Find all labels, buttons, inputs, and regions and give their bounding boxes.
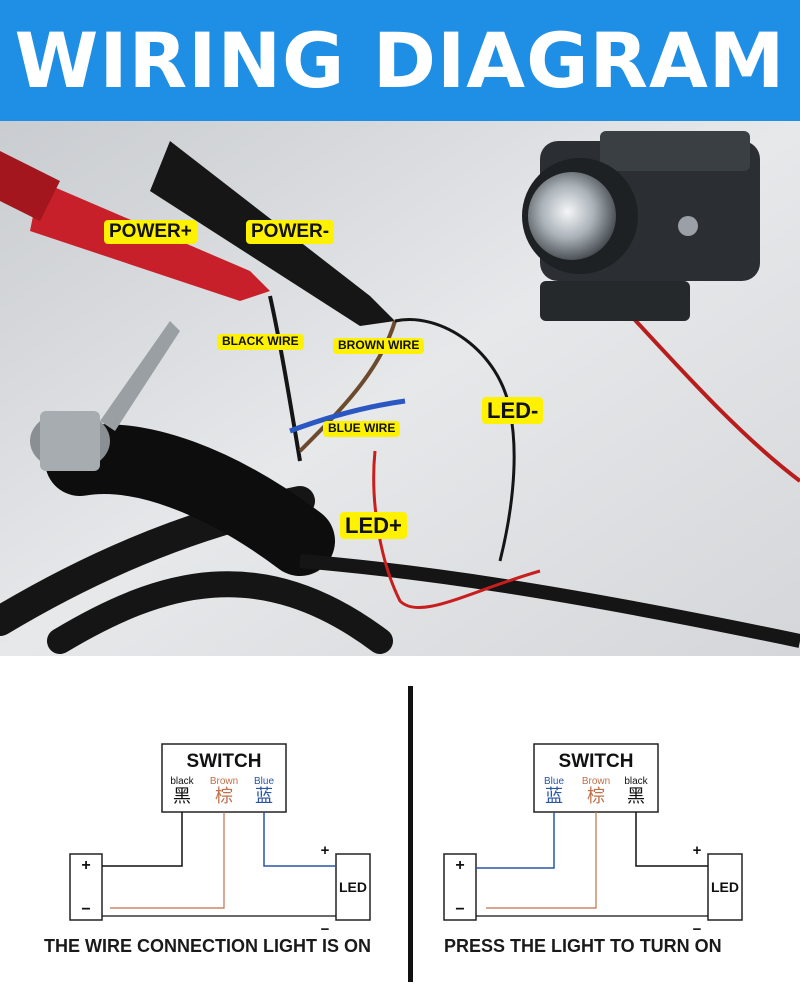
- right-terminal-3-en: black: [624, 776, 648, 787]
- left-led-minus: −: [321, 921, 330, 936]
- left-battery-plus: +: [81, 857, 90, 874]
- push-switch-icon: [30, 321, 180, 471]
- right-battery: [443, 853, 477, 921]
- left-terminal-1-en: black: [170, 776, 194, 787]
- right-switch-box: [533, 743, 659, 813]
- left-schematic: SWITCH black 黑 Brown 棕 Blue 蓝 + − LED + …: [69, 743, 371, 936]
- title-banner: WIRING DIAGRAM: [0, 0, 800, 121]
- right-led-plus: +: [693, 842, 702, 859]
- left-terminal-3-en: Blue: [254, 776, 274, 787]
- left-switch-box: [161, 743, 287, 813]
- right-terminal-3-cn: 黑: [627, 786, 645, 806]
- label-power-plus: POWER+: [104, 220, 197, 244]
- right-terminal-1-en: Blue: [544, 776, 564, 787]
- right-caption: PRESS THE LIGHT TO TURN ON: [444, 936, 722, 956]
- wiring-photo: POWER+ POWER- BLACK WIRE BROWN WIRE BLUE…: [0, 121, 800, 656]
- right-battery-plus: +: [455, 857, 464, 874]
- schematic-section: SWITCH black 黑 Brown 棕 Blue 蓝 + − LED + …: [0, 656, 800, 1007]
- right-battery-minus: −: [455, 901, 464, 918]
- label-blue-wire: BLUE WIRE: [323, 421, 401, 437]
- right-terminal-2-cn: 棕: [587, 786, 605, 806]
- right-led-minus: −: [693, 921, 702, 936]
- left-terminal-2-en: Brown: [210, 776, 238, 787]
- right-terminal-2-en: Brown: [582, 776, 610, 787]
- right-led-label: LED: [711, 879, 739, 895]
- left-caption: THE WIRE CONNECTION LIGHT IS ON: [44, 936, 371, 956]
- right-led-box: [707, 853, 743, 921]
- left-led-box: [335, 853, 371, 921]
- left-terminal-2-cn: 棕: [215, 786, 233, 806]
- left-switch-title: SWITCH: [187, 751, 262, 772]
- label-led-plus: LED+: [340, 512, 407, 540]
- banner-title: WIRING DIAGRAM: [14, 16, 786, 105]
- left-led-plus: +: [321, 842, 330, 859]
- left-battery: [69, 853, 103, 921]
- label-black-wire: BLACK WIRE: [217, 334, 304, 350]
- fog-light-icon: [522, 131, 760, 321]
- left-terminal-3-cn: 蓝: [255, 786, 273, 806]
- right-schematic: SWITCH Blue 蓝 Brown 棕 black 黑 + − LED + …: [443, 743, 743, 936]
- right-terminal-1-cn: 蓝: [545, 786, 563, 806]
- label-power-minus: POWER-: [246, 220, 335, 244]
- label-led-minus: LED-: [482, 397, 544, 425]
- left-terminal-1-cn: 黑: [173, 786, 191, 806]
- label-brown-wire: BROWN WIRE: [333, 338, 425, 354]
- left-battery-minus: −: [81, 901, 90, 918]
- left-led-label: LED: [339, 879, 367, 895]
- divider: [408, 686, 413, 982]
- right-switch-title: SWITCH: [559, 751, 634, 772]
- wiring-photo-illustration: [0, 121, 800, 656]
